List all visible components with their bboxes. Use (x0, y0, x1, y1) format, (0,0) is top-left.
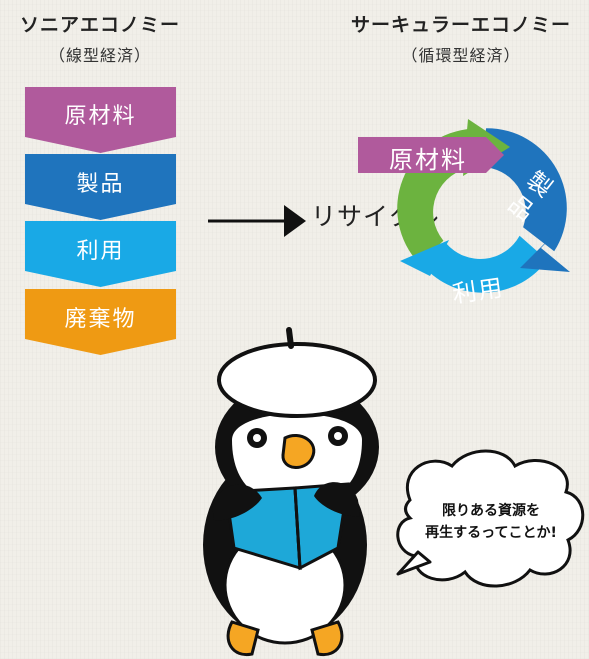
chevron-shape (25, 154, 176, 220)
speech-bubble-line-2: 再生するってことか! (425, 525, 557, 541)
beret-icon (217, 342, 377, 418)
speech-bubble-line-1: 限りある資源を (442, 503, 540, 519)
linear-step-label: 廃棄物 (64, 307, 137, 332)
linear-step-waste: 廃棄物 (25, 289, 176, 355)
linear-economy-title: ソニアエコノミー (19, 14, 180, 36)
linear-step-label: 利用 (76, 239, 125, 264)
raw-material-banner (358, 137, 504, 173)
linear-economy-subtitle: （線型経済） (48, 46, 151, 65)
linear-step-raw-material: 原材料 (25, 87, 176, 153)
circular-economy-cycle (358, 119, 570, 293)
cycle-use-label: 利用 (450, 273, 507, 309)
linear-step-use: 利用 (25, 221, 176, 287)
book-spine (293, 487, 302, 569)
bubble-cloud (396, 449, 585, 588)
penguin-beak (281, 434, 316, 469)
product-arc (481, 128, 567, 252)
chevron-shape (25, 221, 176, 287)
beret-stem (286, 327, 294, 349)
penguin-left-flipper (212, 484, 262, 521)
penguin-right-flipper (314, 482, 360, 517)
bubble-tail (396, 550, 432, 576)
eye-highlight (334, 432, 342, 440)
chevron-shape (25, 289, 176, 355)
use-arrowhead-icon (400, 240, 449, 276)
chevron-shape (25, 87, 176, 153)
linear-step-label: 製品 (76, 172, 125, 197)
linear-step-product: 製品 (25, 154, 176, 220)
penguin-mascot (203, 327, 379, 657)
speech-bubble (396, 449, 585, 588)
circular-economy-subtitle: （循環型経済） (401, 46, 521, 65)
linear-step-label: 原材料 (64, 104, 137, 129)
transition-arrow-icon (208, 205, 306, 237)
penguin-left-foot (226, 620, 260, 657)
penguin-right-foot (310, 620, 344, 657)
product-arrowhead-icon (520, 225, 570, 272)
use-arc (426, 235, 548, 293)
eye-highlight (253, 434, 261, 442)
cycle-raw-material-label: 原材料 (389, 146, 467, 174)
circular-economy-title: サーキュラーエコノミー (350, 14, 571, 36)
